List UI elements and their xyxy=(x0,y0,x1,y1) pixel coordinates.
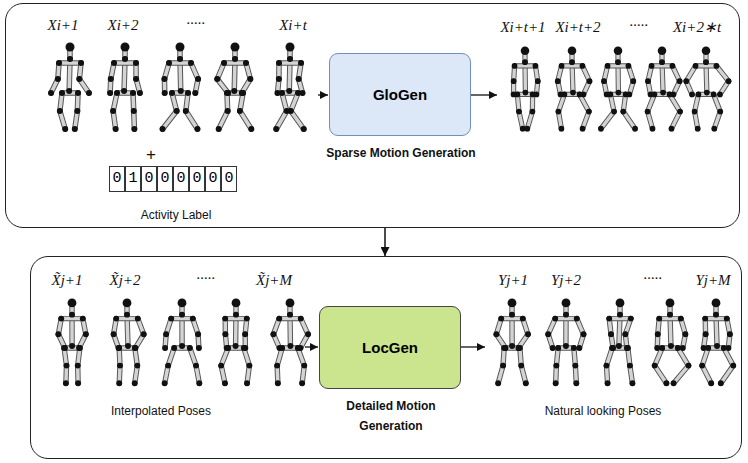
skeleton-figure xyxy=(55,298,88,386)
pose-label: ..... xyxy=(644,266,663,283)
pose-label: Xi+1 xyxy=(48,17,79,34)
skeleton-figure xyxy=(645,46,683,131)
skeleton-figure xyxy=(683,46,731,131)
flow-arrow xyxy=(318,94,328,95)
pose-label: Xi+2∗t xyxy=(673,18,721,36)
plus-sign: + xyxy=(146,145,156,165)
pose-label: Yj+2 xyxy=(551,272,581,289)
skeleton-figure xyxy=(604,298,636,386)
one-hot-cell: 0 xyxy=(141,166,157,192)
pose-label: Xi+t xyxy=(279,17,307,34)
skeleton-figure xyxy=(511,46,541,131)
pose-label: X̃j+M xyxy=(256,272,292,289)
skeleton-figure xyxy=(107,43,143,133)
pose-label: Yj+M xyxy=(695,272,730,289)
generator-box: GloGenSparse Motion Generation xyxy=(329,53,471,136)
one-hot-cell: 0 xyxy=(189,166,205,192)
skeleton-figure xyxy=(218,298,252,386)
one-hot-cell: 0 xyxy=(205,166,221,192)
skeleton-figure xyxy=(555,46,592,131)
skeleton-figure xyxy=(273,43,306,133)
pose-label: Yj+1 xyxy=(498,272,528,289)
skeleton-figure xyxy=(493,298,530,386)
pose-label: Xi+t+2 xyxy=(555,19,600,36)
group-label: Natural looking Poses xyxy=(545,404,662,418)
pose-label: X̃j+1 xyxy=(52,272,83,289)
one-hot-cell: 0 xyxy=(221,166,237,192)
skeleton-figure xyxy=(111,298,147,386)
skeleton-figure xyxy=(270,298,310,386)
one-hot-cell: 0 xyxy=(173,166,189,192)
generator-caption: Sparse Motion Generation xyxy=(326,143,476,163)
skeleton-figure xyxy=(598,46,638,131)
stage-panel: X̃j+1 X̃j+2..... X̃j+M Yj+1 Yj+2..... Yj+M Int… xyxy=(30,256,742,459)
generator-name: GloGen xyxy=(373,86,427,103)
pose-label: ..... xyxy=(187,11,206,28)
skeleton-figure xyxy=(48,43,92,133)
skeleton-figure xyxy=(652,298,692,386)
skeleton-figure xyxy=(545,298,586,386)
skeleton-figure xyxy=(214,43,254,133)
generator-box: LocGenDetailed Motion Generation xyxy=(319,306,461,389)
skeleton-figure xyxy=(160,43,201,133)
group-label: Interpolated Poses xyxy=(111,404,211,418)
pose-label: X̃j+2 xyxy=(110,272,141,289)
flow-arrow xyxy=(305,346,318,347)
pose-label: Xi+t+1 xyxy=(500,19,545,36)
one-hot-cell: 0 xyxy=(109,166,125,192)
stage-arrow xyxy=(384,228,386,256)
pose-label: Xi+2 xyxy=(108,17,139,34)
one-hot-cell: 0 xyxy=(157,166,173,192)
flow-arrow xyxy=(470,94,497,95)
generator-name: LocGen xyxy=(362,339,418,356)
skeleton-figure xyxy=(162,298,203,386)
one-hot-cell: 1 xyxy=(125,166,141,192)
generator-caption: Detailed Motion Generation xyxy=(316,396,466,437)
stage-panel: Xi+1 Xi+2..... Xi+t Xi+t+1 Xi+t+2..... Xi+2∗t… xyxy=(5,3,740,228)
pose-label: ..... xyxy=(197,266,216,283)
skeleton-figure xyxy=(699,298,736,386)
pose-label: ..... xyxy=(630,13,649,30)
flow-arrow xyxy=(460,346,485,347)
group-label: Activity Label xyxy=(141,208,212,222)
